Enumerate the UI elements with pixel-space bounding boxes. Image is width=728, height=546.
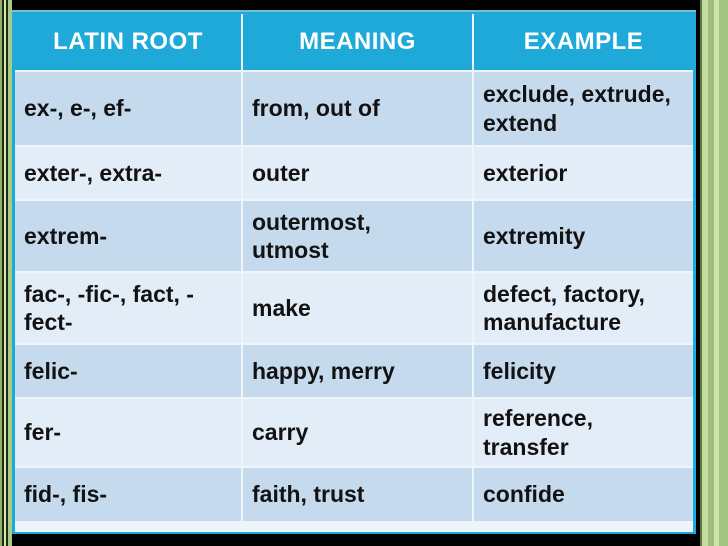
table-cell-example: felicity xyxy=(474,345,693,397)
table-cell-meaning: faith, trust xyxy=(243,468,472,521)
table-cell-meaning: carry xyxy=(243,399,472,466)
table-cell-root: extrem- xyxy=(15,201,241,271)
column-header-latin-root: LATIN ROOT xyxy=(15,14,241,70)
top-black-bar xyxy=(12,0,696,10)
column-header-example: EXAMPLE xyxy=(474,14,693,70)
table-cell-root: ex-, e-, ef- xyxy=(15,72,241,145)
table-cell-example: exterior xyxy=(474,147,693,199)
table-grid: LATIN ROOT MEANING EXAMPLE ex-, e-, ef- … xyxy=(15,14,693,532)
table-cell-example: confide xyxy=(474,468,693,521)
bottom-black-bar xyxy=(12,534,696,546)
table-cell-meaning: outermost, utmost xyxy=(243,201,472,271)
table-cell-example: defect, factory, manufacture xyxy=(474,273,693,343)
column-header-meaning: MEANING xyxy=(243,14,472,70)
table-cell-meaning: outer xyxy=(243,147,472,199)
table-cell-example: reference, transfer xyxy=(474,399,693,466)
table-cell-root: fer- xyxy=(15,399,241,466)
left-green-border xyxy=(0,0,12,546)
slide-content: LATIN ROOT MEANING EXAMPLE ex-, e-, ef- … xyxy=(12,0,696,546)
table-cell-root: fid-, fis- xyxy=(15,468,241,521)
table-cell-root: exter-, extra- xyxy=(15,147,241,199)
table-cell-example: exclude, extrude, extend xyxy=(474,72,693,145)
table-cell-example: extremity xyxy=(474,201,693,271)
right-green-border xyxy=(696,0,728,546)
table-cell-meaning: make xyxy=(243,273,472,343)
table-cell-root: fac-, -fic-, fact, - fect- xyxy=(15,273,241,343)
table-cell-meaning: happy, merry xyxy=(243,345,472,397)
table-cell-root: felic- xyxy=(15,345,241,397)
table-cell-meaning: from, out of xyxy=(243,72,472,145)
latin-roots-table: LATIN ROOT MEANING EXAMPLE ex-, e-, ef- … xyxy=(12,10,696,534)
